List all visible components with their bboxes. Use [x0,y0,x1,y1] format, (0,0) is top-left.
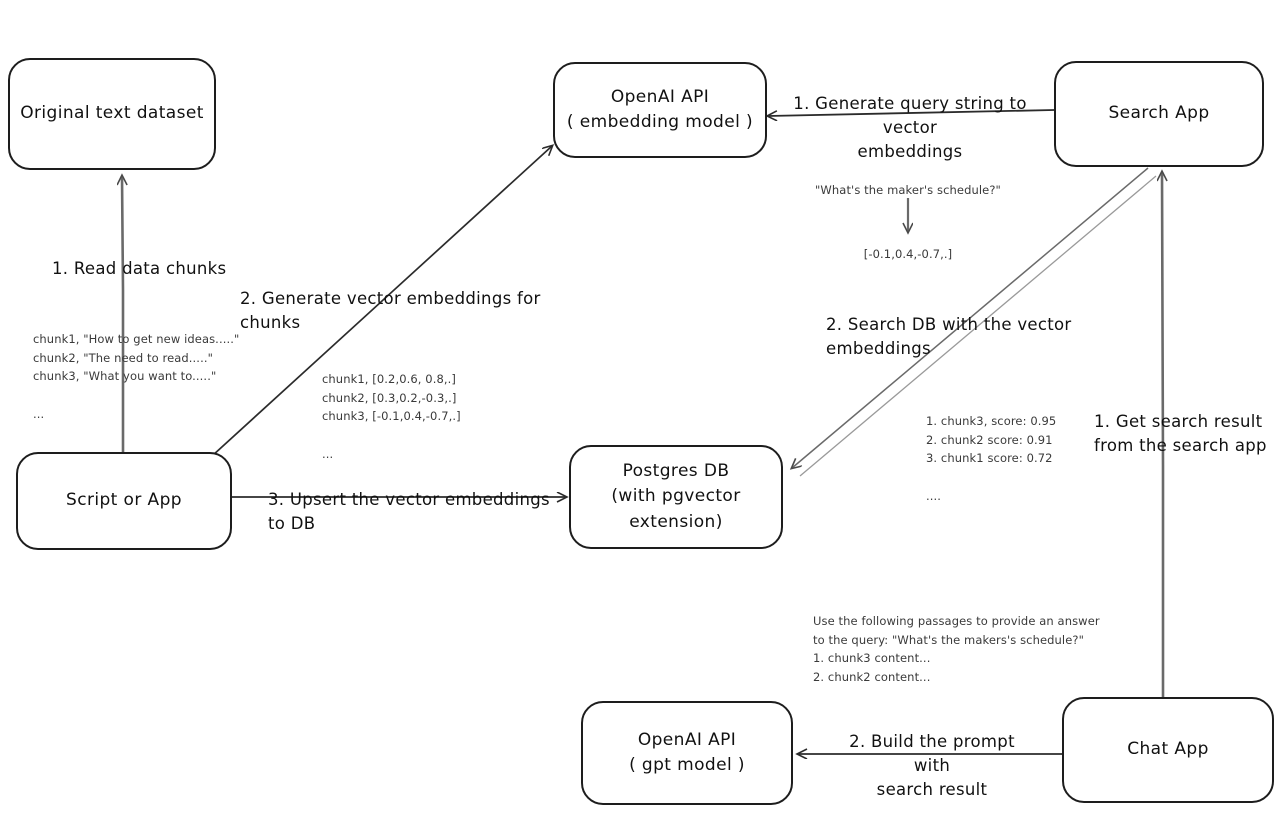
annotation-query-vector: [-0.1,0.4,-0.7,.] [863,247,953,261]
annotation-query-string: "What's the maker's schedule?" [815,183,1001,197]
edge-label-search-db: 2. Search DB with the vector embeddings [826,315,1072,358]
node-script-or-app-label: Script or App [66,490,182,511]
edge-label-generate-embeddings: 2. Generate vector embeddings for chunks [240,289,541,332]
annotation-prompt-text: Use the following passages to provide an… [813,614,1100,684]
annotation-chunk-embeddings: chunk1, [0.2,0.6, 0.8,.] chunk2, [0.3,0.… [322,372,461,461]
node-openai-api-gpt-model[interactable]: OpenAI API ( gpt model ) [581,701,793,805]
node-search-app[interactable]: Search App [1054,61,1264,167]
edge-label-get-search-result: 1. Get search result from the search app [1094,412,1267,455]
node-script-or-app[interactable]: Script or App [16,452,232,550]
node-postgres-db-line2: (with pgvector extension) [611,486,741,532]
node-openai-embedding-line2: ( embedding model ) [566,112,754,132]
node-postgres-db[interactable]: Postgres DB (with pgvector extension) [569,445,783,549]
node-openai-gpt-line1: OpenAI API [637,729,737,750]
edge-label-read-data-chunks: 1. Read data chunks [52,259,227,278]
node-chat-app-label: Chat App [1127,739,1209,760]
annotation-search-results: 1. chunk3, score: 0.95 2. chunk2 score: … [926,414,1057,503]
edge-label-build-prompt: 2. Build the prompt with search result [849,732,1015,799]
node-original-text-dataset[interactable]: Original text dataset [8,58,216,170]
node-original-text-dataset-label: Original text dataset [20,103,204,124]
edge-label-upsert-to-db: 3. Upsert the vector embeddings to DB [268,490,550,533]
node-chat-app[interactable]: Chat App [1062,697,1274,803]
node-openai-api-embedding-model[interactable]: OpenAI API ( embedding model ) [553,62,767,158]
annotation-source-chunks: chunk1, "How to get new ideas....." chun… [33,332,240,421]
node-search-app-label: Search App [1108,103,1210,124]
node-postgres-db-line1: Postgres DB [622,460,730,481]
node-openai-embedding-line1: OpenAI API [610,86,710,107]
node-openai-gpt-line2: ( gpt model ) [629,755,745,775]
edge-label-generate-query-embeddings: 1. Generate query string to vector embed… [793,94,1027,161]
